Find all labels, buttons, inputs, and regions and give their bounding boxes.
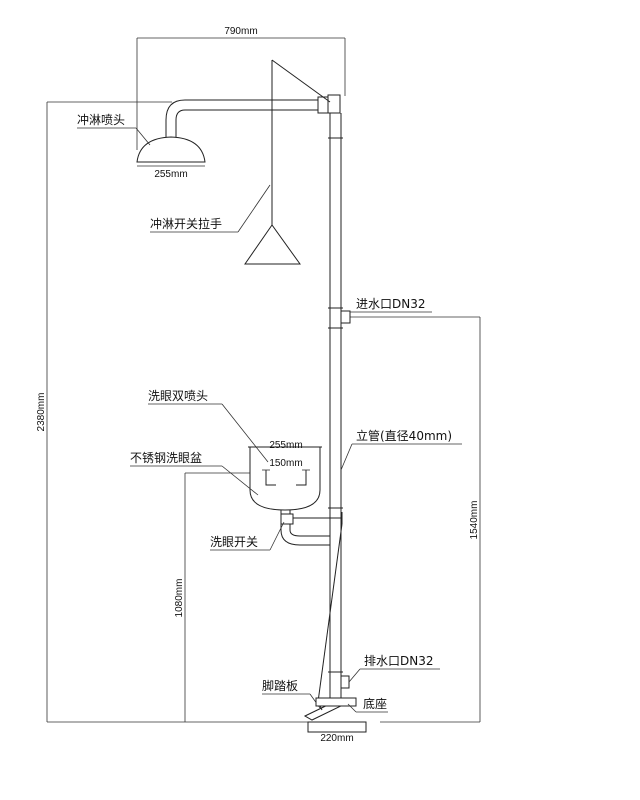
dim-total-height: 2380mm [36,101,308,723]
label-eyewash-heads: 洗眼双喷头 [148,389,208,403]
dim-basin-inner-label: 150mm [269,458,302,469]
label-eyewash-switch: 洗眼开关 [210,535,258,549]
base: 220mm [307,697,367,744]
label-riser-pipe: 立管(直径40mm) [356,428,452,443]
pull-handle [244,59,331,265]
dim-top-width-label: 790mm [224,26,257,37]
label-drain-outlet: 排水口DN32 [364,654,434,668]
dim-base-width-label: 220mm [320,733,353,744]
label-shower-head: 冲淋喷头 [77,112,125,127]
dim-basin-height-label: 1080mm [174,579,185,618]
dim-basin-width-label: 255mm [269,440,302,451]
dim-total-height-label: 2380mm [36,393,47,432]
label-base: 底座 [363,696,387,711]
label-pull-handle: 冲淋开关拉手 [150,216,222,231]
dim-basin-height: 1080mm [174,472,250,722]
dim-inlet-height: 1540mm [350,316,481,723]
eyewash-basin: 255mm 150mm [248,440,343,703]
dim-inlet-height-label: 1540mm [469,501,480,540]
label-water-inlet: 进水口DN32 [356,297,426,311]
label-basin: 不锈钢洗眼盆 [130,451,202,465]
label-foot-pedal: 脚踏板 [262,678,298,693]
dim-top-width: 790mm [136,26,346,150]
shower-assembly: 255mm [136,94,341,180]
riser-pipe [328,113,351,700]
dim-shower-head-label: 255mm [154,169,187,180]
